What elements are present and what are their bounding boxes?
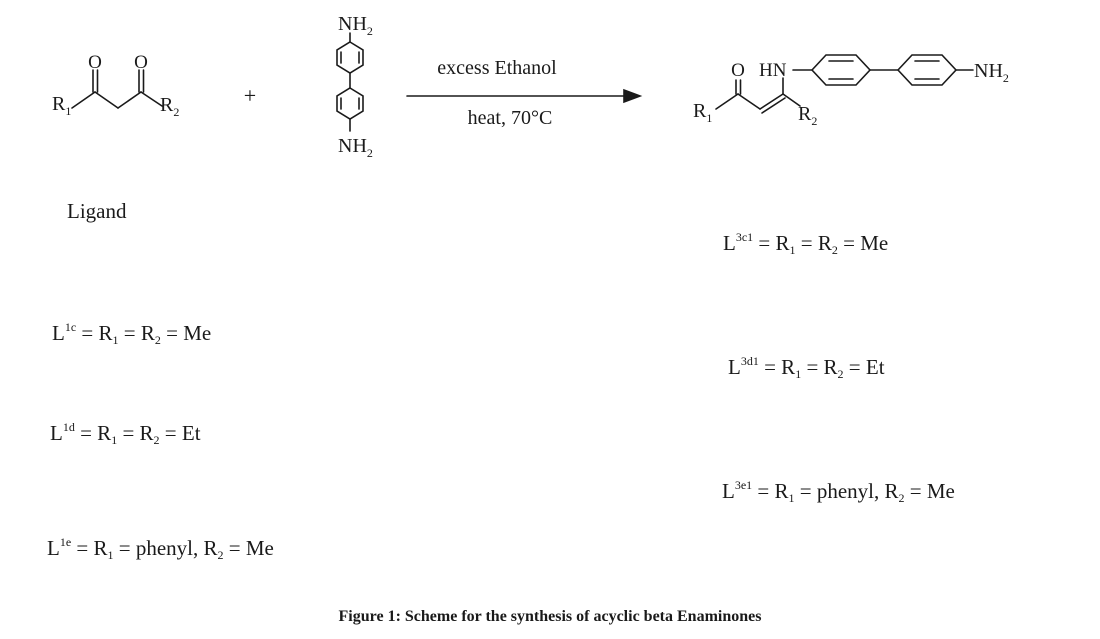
diketone-oxygen-2: O <box>134 52 148 73</box>
ligand-heading: Ligand <box>67 199 127 223</box>
benzidine-structure <box>336 32 364 132</box>
product-r2: R2 <box>798 103 817 128</box>
diketone-r2: R2 <box>160 94 179 119</box>
diketone-r1: R1 <box>52 93 71 118</box>
benzidine-nh2-bottom: NH2 <box>338 135 373 160</box>
product-nh2: NH2 <box>974 60 1009 85</box>
reaction-scheme: O O R1 R2 + NH2 NH2 excess Ethanol heat,… <box>52 13 1009 160</box>
ligand-l3d1: L3d1 = R1 = R2 = Et <box>728 354 885 381</box>
enaminone-structure <box>715 54 974 114</box>
figure-caption: Figure 1: Scheme for the synthesis of ac… <box>338 608 762 625</box>
ligand-l1e: L1e = R1 = phenyl, R2 = Me <box>47 535 274 562</box>
product-r1: R1 <box>693 100 712 125</box>
condition-temperature: heat, 70°C <box>468 107 553 129</box>
diketone-structure <box>71 69 163 109</box>
ligand-l3e1: L3e1 = R1 = phenyl, R2 = Me <box>722 478 955 505</box>
product-oxygen: O <box>731 60 745 81</box>
ligand-l1c: L1c = R1 = R2 = Me <box>52 320 212 347</box>
ligand-l3c1: L3c1 = R1 = R2 = Me <box>723 230 889 257</box>
ligand-l1d: L1d = R1 = R2 = Et <box>50 420 201 447</box>
benzidine-nh2-top: NH2 <box>338 13 373 38</box>
reaction-arrow <box>406 88 643 104</box>
product-hn: HN <box>759 60 787 81</box>
diketone-oxygen-1: O <box>88 52 102 73</box>
plus-sign: + <box>244 83 256 108</box>
condition-solvent: excess Ethanol <box>437 57 557 79</box>
